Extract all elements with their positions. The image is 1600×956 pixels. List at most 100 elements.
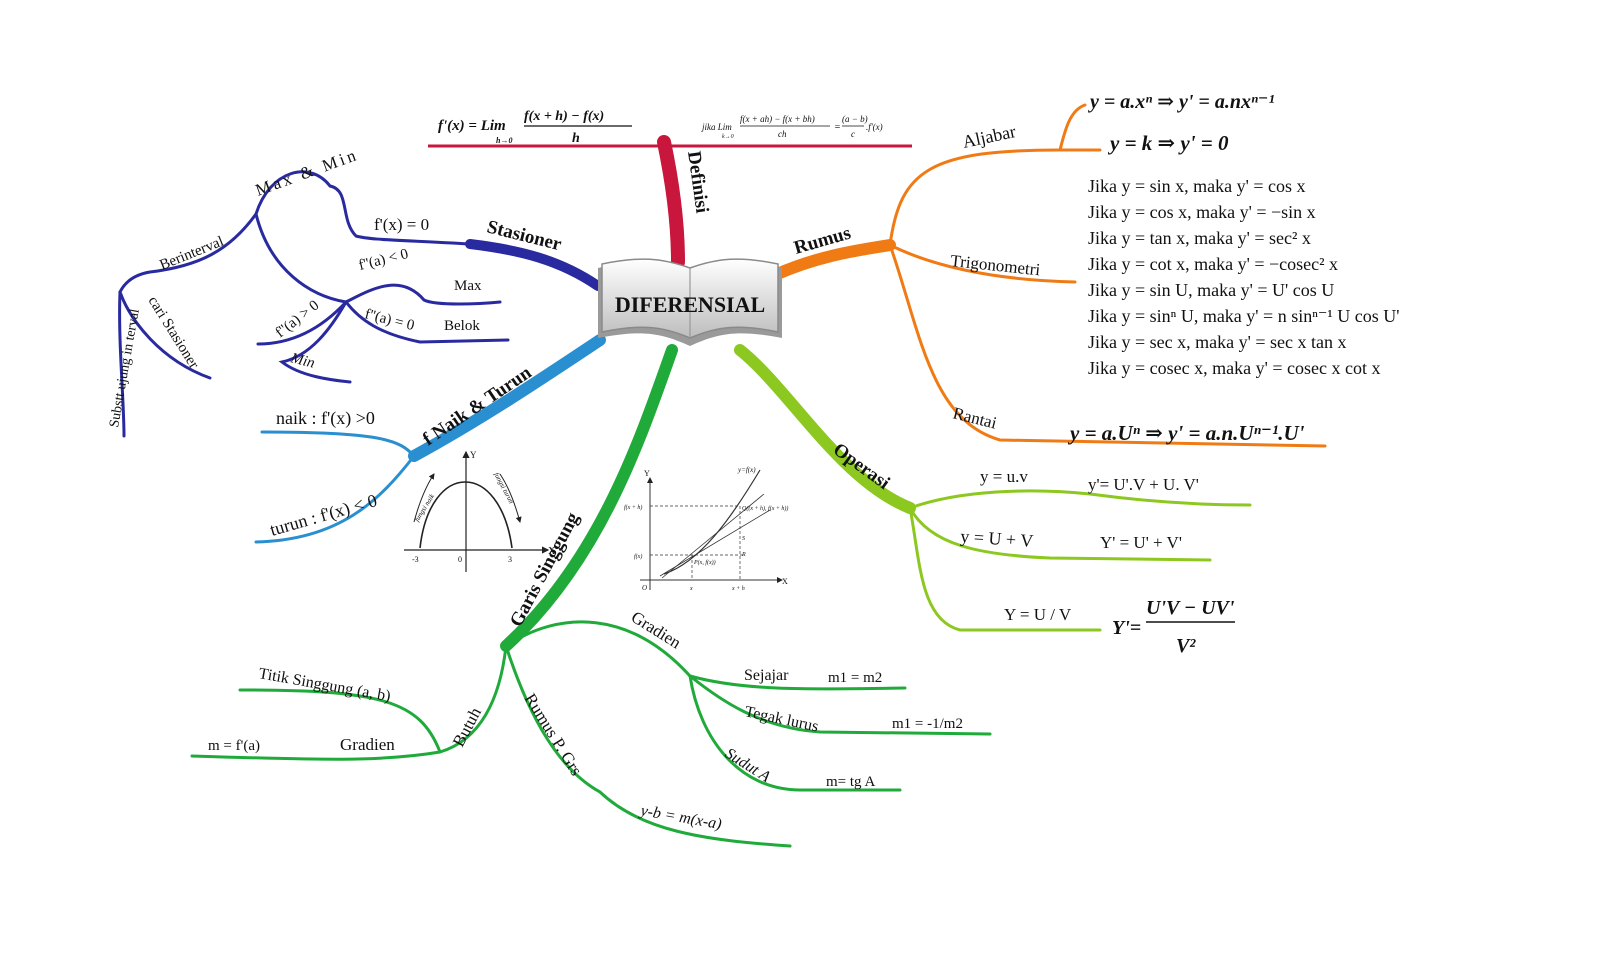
operasi-row-1 [908,489,1252,510]
operasi-rhs-3: Y'= U'V − UV' V² [1112,597,1235,657]
butuh-gradien [190,750,442,761]
naik-label: naik : f'(x) >0 [276,408,375,429]
trig-list: Jika y = sin x, maka y' = cos x Jika y =… [1088,176,1400,378]
operasi-label: Operasi [829,439,893,494]
butuh-gradien-label: Gradien [340,735,395,754]
svg-text:Y: Y [470,450,477,460]
branch-operasi [734,344,1252,632]
stasioner-berinterval [118,212,258,294]
svg-text:U'V − UV': U'V − UV' [1146,597,1235,619]
stasioner-fx0 [328,184,472,246]
svg-text:V²: V² [1176,635,1196,657]
svg-text:3: 3 [508,555,512,564]
branch-rumus [769,103,1327,448]
gradien-tegak [688,674,992,736]
stasioner-f2neg [344,283,502,306]
parabola-graph [404,450,550,572]
stasioner-subst [118,290,126,438]
tangent-graph [640,469,783,590]
stasioner-min-label: Min [288,350,316,372]
branch-garis [190,344,992,848]
butuh-label: Butuh [449,704,486,750]
trig-item: Jika y = cos x, maka y' = −sin x [1088,202,1316,222]
stasioner-f2zero [344,300,510,344]
center-title: DIFERENSIAL [615,292,765,317]
stasioner-cari [118,290,212,380]
turun-label: turun : f'(x) < 0 [268,490,380,541]
trig-item: Jika y = sin x, maka y' = cos x [1088,176,1306,196]
gradien-sejajar [688,674,907,691]
naik-branch [260,430,416,458]
garis-butuh [438,644,508,754]
svg-text:O: O [642,584,647,592]
garis-rumus-pgrs [504,644,792,848]
rumus-trunk [769,239,896,281]
rumus-pgrs-value: y-b = m(x-a) [637,802,723,833]
trig-item: Jika y = sinⁿ U, maka y' = n sinⁿ⁻¹ U co… [1088,306,1400,326]
gradien-sudut-label: Sudut A [722,745,774,786]
svg-text:k→0: k→0 [722,134,734,140]
stasioner-subst-label: Substt ujung in terval [107,308,143,429]
gradien-sudut [688,674,902,792]
svg-text:h: h [572,131,580,146]
parabola-graph-labels: Y X fungsi naik fungsi turun -3 0 3 [412,450,556,564]
svg-text:c: c [851,129,855,139]
trig-item: Jika y = sec x, maka y' = sec x tan x [1088,332,1346,352]
stasioner-max-label: Max [454,278,482,294]
rumus-rantai [888,243,1327,448]
operasi-row-2 [908,506,1212,562]
svg-text:Y'=: Y'= [1112,617,1141,639]
gradien-sejajar-label: Sejajar [744,667,789,684]
operasi-lhs-3: Y = U / V [1004,605,1072,624]
operasi-rhs-2: Y' = U' + V' [1100,533,1182,552]
stasioner-min [278,300,352,384]
svg-text:=: = [834,122,841,133]
definisi-trunk [657,135,685,269]
definisi-formula-right: jika Lim k→0 f(x + ah) − f(x + bh) ch = … [701,114,883,140]
butuh-titik [238,688,442,754]
svg-text:.f'(x): .f'(x) [866,122,883,132]
stasioner-maxmin-arc [254,170,332,216]
svg-text:h→0: h→0 [496,136,512,145]
gradien-tegak-label: Tegak lurus [743,703,820,735]
aljabar-formula-1: y = a.xⁿ ⇒ y' = a.nxⁿ⁻¹ [1088,91,1274,113]
stasioner-f2pos-label: f''(a) > 0 [273,297,323,341]
trig-item: Jika y = cosec x, maka y' = cosec x cot … [1088,358,1380,378]
rumus-aljabar [888,148,1062,247]
stasioner-maxmin-label: Max & Min [253,145,361,200]
rumus-pgrs-label: Rumus P. Grs [521,690,586,779]
svg-text:S: S [742,536,745,542]
gradien-tegak-value: m1 = -1/m2 [892,716,963,732]
svg-text:Q((x + h), f(x + h)): Q((x + h), f(x + h)) [742,505,788,512]
svg-text:Y: Y [644,469,650,478]
svg-text:R: R [741,552,746,558]
svg-text:x: x [689,586,693,592]
trig-item: Jika y = sin U, maka y' = U' cos U [1088,280,1334,300]
svg-text:X: X [782,577,788,586]
operasi-row-3 [908,506,1102,632]
stasioner-trunk [465,239,603,291]
operasi-trunk [734,344,916,514]
branch-naik-turun [254,334,606,544]
stasioner-f2pos [256,300,348,346]
naik-turun-trunk [408,334,606,462]
definisi-label: Definisi [683,150,712,215]
svg-text:f(x + h) − f(x): f(x + h) − f(x) [524,109,604,124]
stasioner-f2neg-label: f''(a) < 0 [357,246,410,274]
svg-text:f(x + h): f(x + h) [624,504,642,511]
naik-turun-label: f Naik & Turun [419,362,536,450]
svg-text:X: X [548,546,556,557]
svg-text:f(x): f(x) [634,553,642,560]
gradien-sudut-value: m= tg A [826,774,875,790]
svg-text:0: 0 [458,555,462,564]
butuh-gradien-value: m = f'(a) [208,738,260,754]
svg-text:ch: ch [778,129,787,139]
svg-text:f'(x) = Lim: f'(x) = Lim [438,118,506,134]
aljabar-label: Aljabar [961,121,1018,152]
branch-definisi [428,135,912,269]
rumus-aljabar-fork [1058,103,1102,152]
branch-stasioner [118,170,603,438]
svg-text:(a − b): (a − b) [842,114,868,124]
trig-item: Jika y = tan x, maka y' = sec² x [1088,228,1311,248]
